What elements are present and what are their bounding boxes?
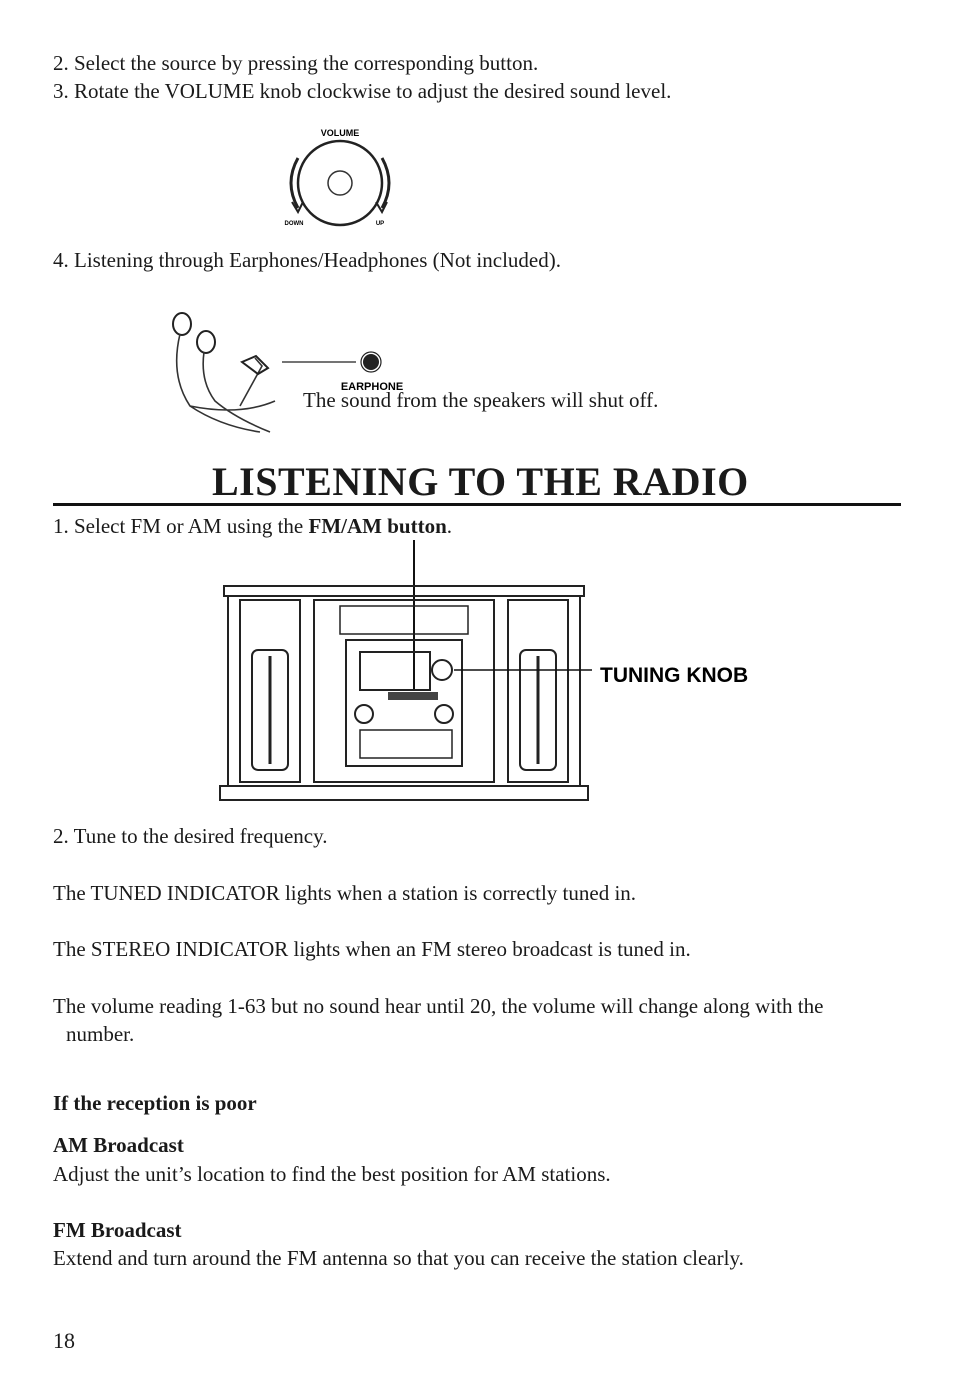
section-title: LISTENING TO THE RADIO [212, 459, 749, 504]
cassette-slot [359, 729, 453, 759]
cabinet-base [219, 785, 589, 801]
display-panel [359, 651, 431, 691]
left-arrow-icon [289, 157, 300, 209]
step-3-volume: 3. Rotate the VOLUME knob clockwise to a… [53, 79, 672, 103]
radio-step-1-suffix: . [446, 514, 452, 538]
earphone-jack-ring [360, 351, 382, 373]
earphone-jack-label: EARPHONE [341, 381, 403, 393]
fm-am-button-label: FM/AM button [308, 514, 447, 538]
tuning-knob-label: TUNING KNOB [600, 664, 748, 687]
right-speaker [507, 599, 569, 783]
volume-reading-line-1: The volume reading 1-63 but no sound hea… [53, 994, 824, 1018]
right-speaker-grille [519, 649, 557, 771]
right-dial-icon [434, 704, 454, 724]
page-number: 18 [53, 1328, 75, 1353]
right-arrow-icon [380, 157, 391, 209]
volume-down-label: DOWN [285, 221, 304, 227]
earphone-figure: EARPHONE [172, 312, 403, 433]
tuning-knob-icon [431, 659, 453, 681]
top-slot [339, 605, 469, 635]
volume-reading-line-2: number. [66, 1022, 135, 1046]
earphone-plug-icon [240, 354, 270, 376]
stereo-indicator-text: The STEREO INDICATOR lights when an FM s… [53, 937, 691, 961]
am-heading: AM Broadcast [53, 1133, 184, 1157]
center-panel [313, 599, 495, 783]
volume-knob-inner [327, 170, 353, 196]
radio-step-1-prefix: 1. Select FM or AM using the [53, 514, 309, 538]
radio-step-1: 1. Select FM or AM using the FM/AM butto… [53, 512, 452, 540]
earphone-cable [175, 333, 276, 433]
fm-text: Extend and turn around the FM antenna so… [53, 1246, 744, 1270]
earbud-right-icon [196, 330, 216, 354]
step-4-earphones: 4. Listening through Earphones/Headphone… [53, 248, 561, 272]
tune-step-2: 2. Tune to the desired frequency. [53, 824, 328, 848]
left-dial-icon [354, 704, 374, 724]
am-text: Adjust the unit’s location to find the b… [53, 1162, 611, 1186]
left-speaker [239, 599, 301, 783]
earphone-note: The sound from the speakers will shut of… [303, 388, 659, 412]
step-2-source: 2. Select the source by pressing the cor… [53, 51, 539, 75]
volume-knob-outer [296, 139, 384, 227]
reception-heading: If the reception is poor [53, 1091, 257, 1115]
volume-label: VOLUME [321, 128, 360, 138]
cabinet-top [223, 585, 585, 597]
button-row [388, 692, 438, 700]
left-arrow-head-icon [291, 201, 304, 215]
right-arrow-head-icon [375, 201, 388, 215]
radio-unit-figure: TUNING KNOB [219, 540, 748, 801]
left-speaker-grille [251, 649, 289, 771]
fm-heading: FM Broadcast [53, 1218, 182, 1242]
control-unit [345, 639, 463, 767]
earphone-jack-icon [363, 354, 379, 370]
volume-knob-figure: VOLUME DOWN UP [285, 128, 391, 227]
earbud-left-icon [172, 312, 192, 336]
tuned-indicator-text: The TUNED INDICATOR lights when a statio… [53, 881, 637, 905]
volume-up-label: UP [376, 221, 384, 227]
title-rule [53, 503, 901, 506]
